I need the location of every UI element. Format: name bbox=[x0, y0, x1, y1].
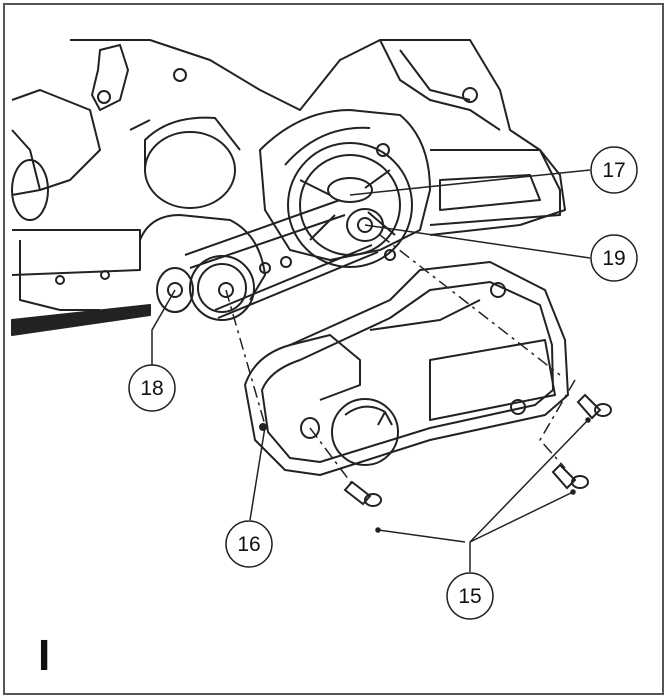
planer-body-illustration bbox=[11, 39, 566, 336]
screw bbox=[343, 480, 382, 507]
callout-label: 18 bbox=[140, 377, 163, 400]
belt-cover bbox=[244, 261, 569, 476]
figure-letter: I bbox=[38, 631, 50, 680]
callout-15: 15 bbox=[446, 572, 494, 620]
callout-17: 17 bbox=[590, 146, 638, 194]
screws bbox=[343, 393, 612, 507]
callout-18: 18 bbox=[128, 364, 176, 412]
callout-19: 19 bbox=[590, 234, 638, 282]
callout-label: 16 bbox=[237, 533, 260, 556]
drive-belt bbox=[184, 199, 384, 319]
figure-frame bbox=[3, 3, 664, 695]
callout-16: 16 bbox=[225, 520, 273, 568]
callout-label: 19 bbox=[602, 247, 625, 270]
small-pulley bbox=[139, 213, 292, 321]
callout-label: 15 bbox=[458, 585, 481, 608]
leader-lines bbox=[151, 169, 591, 572]
callout-label: 17 bbox=[602, 159, 625, 182]
screw bbox=[576, 393, 612, 420]
alignment-lines bbox=[225, 234, 576, 485]
screw bbox=[551, 463, 589, 490]
